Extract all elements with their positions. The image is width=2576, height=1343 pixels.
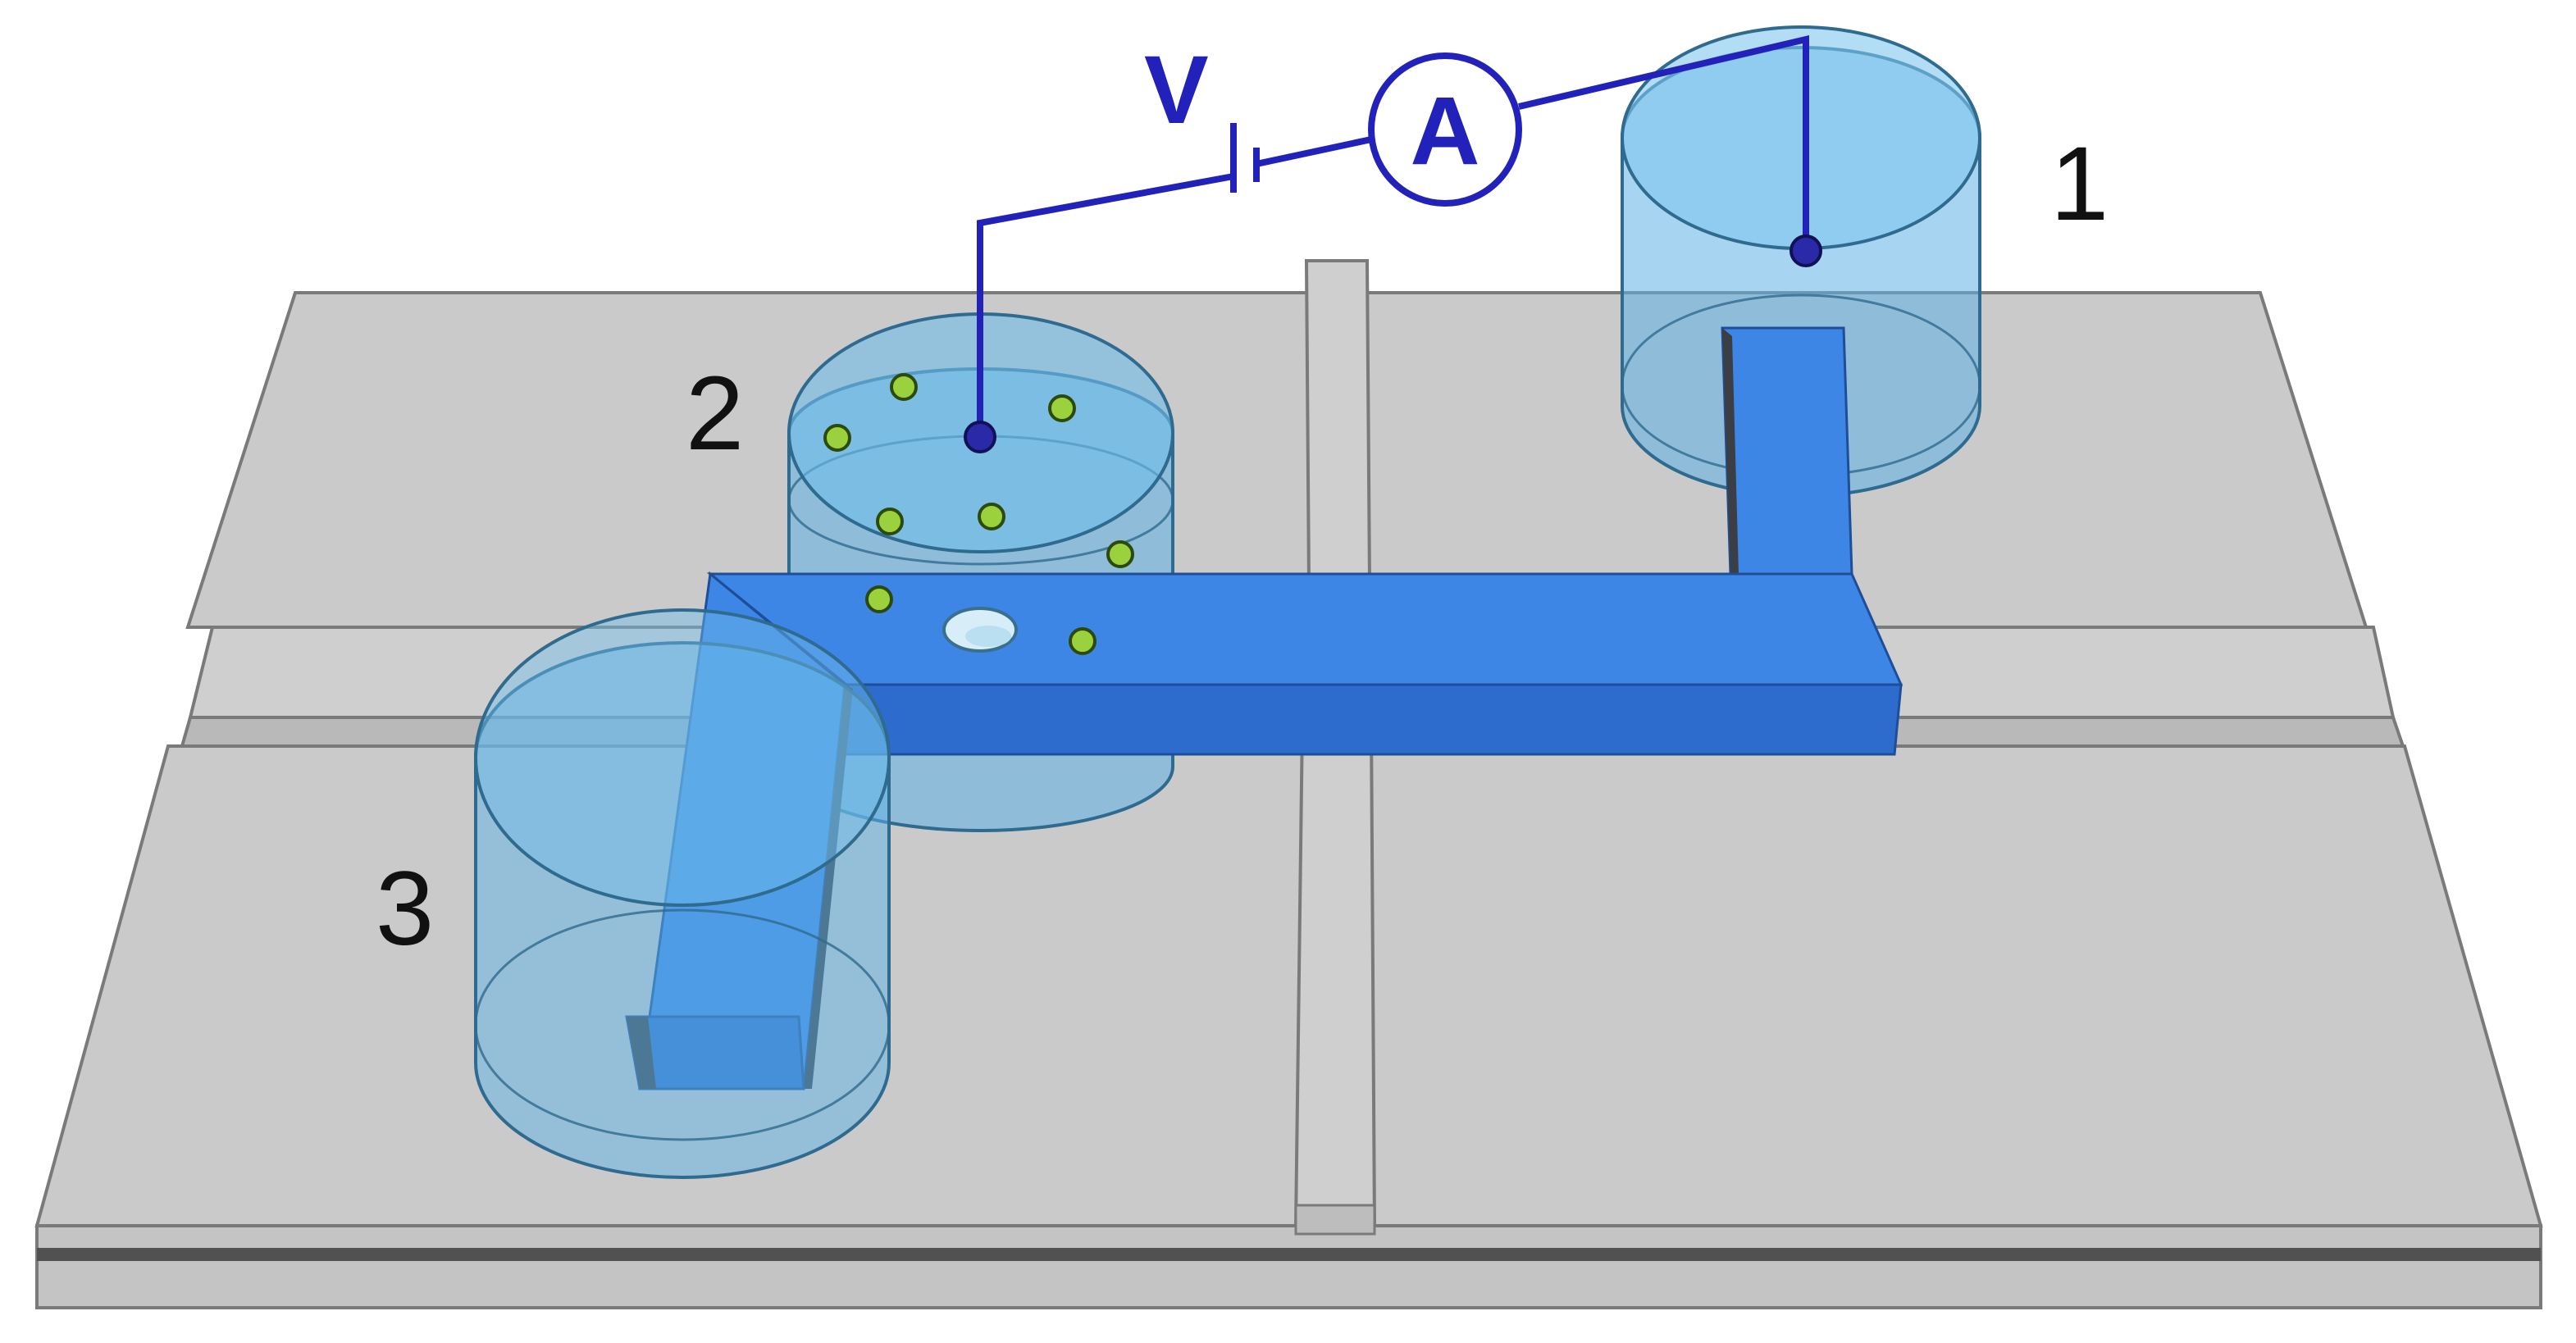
measurement-circuit (964, 34, 1822, 453)
particle (978, 503, 1005, 530)
electrode-contact-reservoir-1 (1790, 234, 1822, 267)
voltage-label: V (1144, 36, 1209, 144)
particle (1048, 394, 1076, 422)
reservoir-1-label: 1 (2050, 125, 2109, 243)
front-groove-top (1293, 720, 1377, 1227)
circuit-wire-right (1518, 34, 1809, 251)
channel-branch-1-shadow (1722, 328, 1739, 574)
reservoir-3-inner-rim (474, 908, 891, 1141)
reservoir-1-top (1621, 25, 1981, 250)
reservoir-2-label: 2 (686, 355, 744, 472)
particle (890, 373, 918, 401)
channel-branch-1-top (1721, 326, 1853, 576)
particle (876, 508, 904, 535)
electrode-contact-reservoir-2 (964, 421, 996, 453)
particle (1106, 540, 1134, 568)
reservoir-3-label: 3 (376, 850, 434, 967)
ammeter-label: A (1410, 77, 1479, 185)
reservoir-3 (474, 608, 891, 1179)
channel-main-front (839, 683, 1903, 756)
back-groove-top (1304, 259, 1372, 585)
ammeter-circle-icon (1368, 52, 1522, 207)
particle (865, 585, 893, 613)
particle (1069, 627, 1097, 655)
particles (823, 373, 1134, 655)
substrate-front-edge (35, 1224, 2542, 1309)
circuit-wire-left (977, 173, 1234, 437)
front-groove-end (1294, 1204, 1376, 1236)
circuit-wire-middle (1256, 136, 1372, 167)
front-platform-top (34, 744, 2543, 1227)
chip-substrate (34, 259, 2543, 1309)
electrode-stripe (37, 1248, 2541, 1261)
particle (823, 424, 851, 452)
nanopore-hole-inner (965, 626, 1011, 647)
reservoir-3-top (474, 608, 891, 907)
